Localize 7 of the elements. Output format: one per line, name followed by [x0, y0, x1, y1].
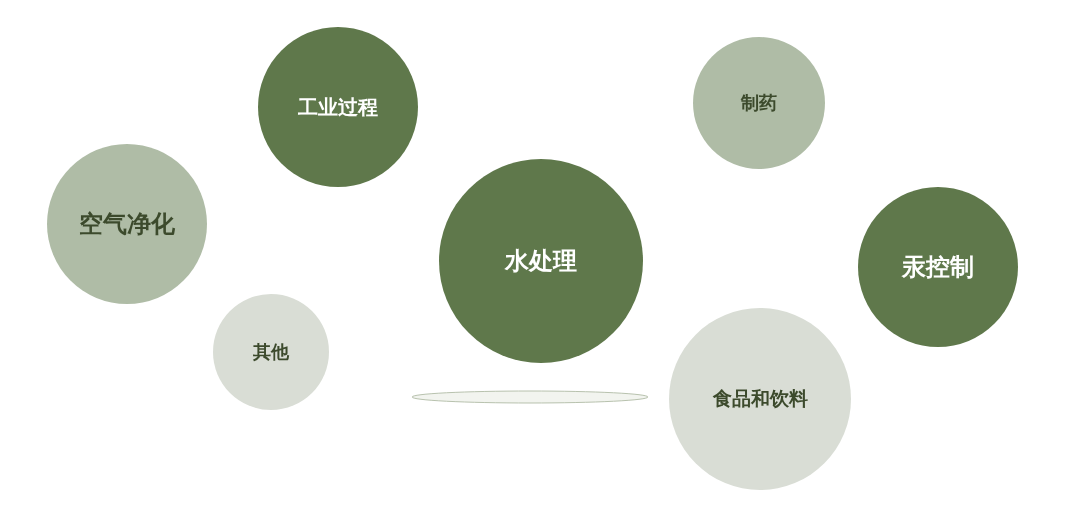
category-label: 水处理 [505, 246, 577, 277]
category-label: 食品和饮料 [712, 386, 808, 411]
category-label: 汞控制 [902, 252, 974, 283]
category-label: 空气净化 [79, 209, 175, 240]
category-label: 制药 [741, 91, 777, 115]
category-label: 其他 [253, 340, 289, 364]
category-label: 工业过程 [298, 93, 378, 121]
